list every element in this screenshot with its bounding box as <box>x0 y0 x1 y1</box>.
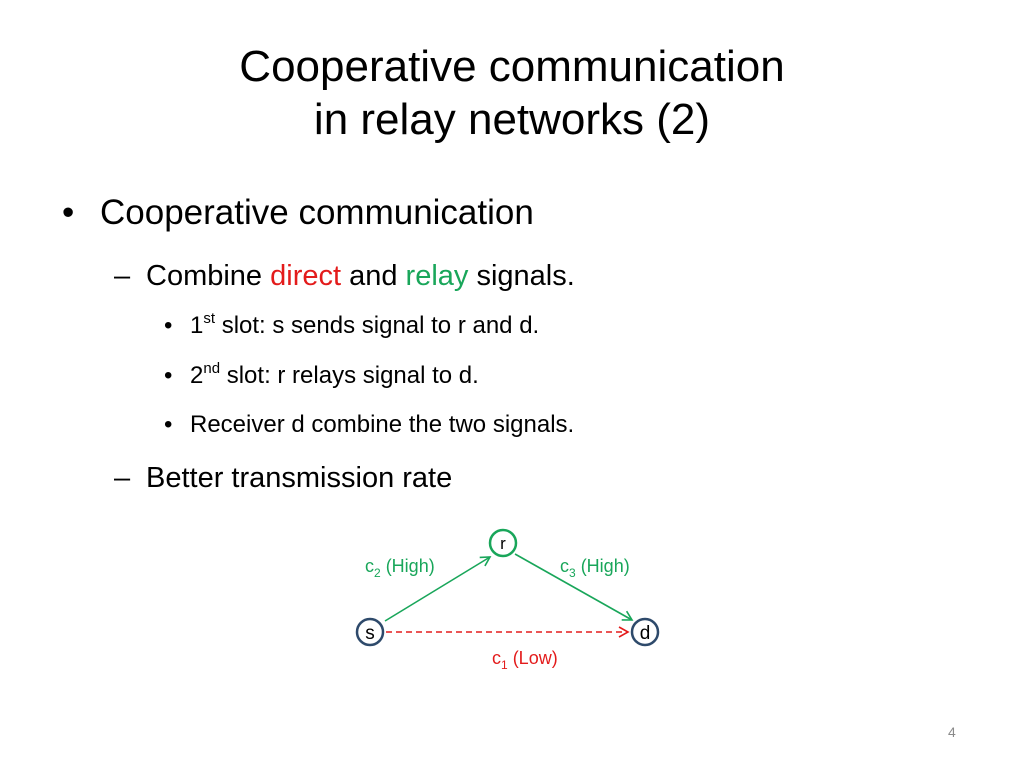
node-r-label: r <box>500 534 506 553</box>
combine-middle: and <box>341 260 406 292</box>
slot-1-number: 1 <box>190 312 204 339</box>
slot-1-item: • 1st slot: s sends signal to r and d. <box>164 309 539 343</box>
edge-label-c3: c3 (High) <box>560 556 630 580</box>
bullet-text: Cooperative communication <box>100 193 534 232</box>
node-d-circle <box>630 617 660 647</box>
sub-bullet-combine: –Combine direct and relay signals. <box>114 256 575 296</box>
direct-word: direct <box>270 260 342 292</box>
edge-label-c1-text: (Low) <box>508 648 558 668</box>
slide-title: Cooperative communication in relay netwo… <box>0 40 1024 146</box>
receiver-item: • Receiver d combine the two signals. <box>164 408 574 442</box>
edge-label-c2-text: (High) <box>381 556 435 576</box>
sub-bullet-better-rate: –Better transmission rate <box>114 458 452 498</box>
edge-label-c3-c: c <box>560 556 569 576</box>
edge-label-c3-sub: 3 <box>569 566 576 580</box>
page-number: 4 <box>948 724 956 740</box>
slot-1-ordinal: st <box>203 310 216 327</box>
node-s-label: s <box>365 623 375 644</box>
slot-2-ordinal: nd <box>203 360 221 377</box>
node-s-circle <box>355 617 385 647</box>
node-d-label: d <box>640 623 651 644</box>
bullet-dot-icon: • <box>164 362 173 389</box>
edge-label-c2-sub: 2 <box>374 566 381 580</box>
edge-s-to-r <box>384 556 492 622</box>
bullet-dot-icon: • <box>164 411 173 438</box>
slide-title-line-2: in relay networks (2) <box>313 95 711 144</box>
slide-title-line-1: Cooperative communication <box>239 42 785 91</box>
edge-r-to-d <box>514 553 634 621</box>
edge-label-c1-c: c <box>492 648 501 668</box>
slot-2-number: 2 <box>190 362 204 389</box>
relay-network-diagram: s r d c2 (High) c3 (High) c1 (Low) <box>355 528 660 672</box>
slot-2-item: • 2nd slot: r relays signal to d. <box>164 359 479 393</box>
node-r: r <box>488 528 518 558</box>
receiver-text: Receiver d combine the two signals. <box>190 411 575 438</box>
node-r-circle <box>488 528 518 558</box>
node-d: d <box>630 617 660 647</box>
edge-label-c1: c1 (Low) <box>492 648 558 672</box>
edge-label-c2: c2 (High) <box>365 556 435 580</box>
dash-icon: – <box>114 260 131 292</box>
bullet-dot-icon: • <box>164 312 173 339</box>
slot-2-text: slot: r relays signal to d. <box>220 362 479 389</box>
edge-label-c2-c: c <box>365 556 374 576</box>
edge-label-c3-text: (High) <box>576 556 630 576</box>
bullet-dot-icon: • <box>62 193 75 232</box>
combine-prefix: Combine <box>146 260 271 292</box>
edge-label-c1-sub: 1 <box>501 658 508 672</box>
node-s: s <box>355 617 385 647</box>
relay-word: relay <box>405 260 469 292</box>
dash-icon: – <box>114 462 131 494</box>
better-rate-text: Better transmission rate <box>146 462 453 494</box>
slot-1-text: slot: s sends signal to r and d. <box>215 312 540 339</box>
combine-suffix: signals. <box>468 260 575 292</box>
bullet-cooperative-communication: • Cooperative communication <box>62 188 534 238</box>
